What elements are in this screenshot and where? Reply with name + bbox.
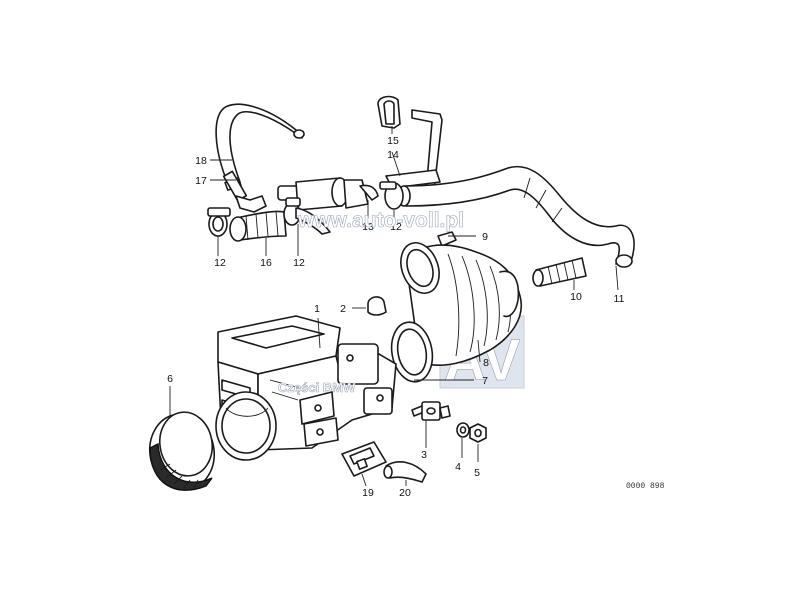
vacuum-hose bbox=[215, 103, 305, 213]
callout-12-mid: 12 bbox=[293, 257, 305, 269]
callout-5: 5 bbox=[474, 467, 480, 479]
callout-14: 14 bbox=[387, 149, 399, 161]
callout-7: 7 bbox=[482, 375, 488, 387]
hose-clamp-left bbox=[207, 207, 231, 237]
callout-12-right: 12 bbox=[390, 221, 402, 233]
watermark-label: Części BMW bbox=[278, 380, 356, 395]
long-hose bbox=[397, 165, 635, 268]
rubber-ring bbox=[149, 411, 215, 491]
bellows-hose bbox=[400, 242, 523, 366]
callout-16: 16 bbox=[260, 257, 272, 269]
hose-clamp-right bbox=[283, 197, 331, 235]
connector-10 bbox=[532, 257, 587, 287]
callout-3: 3 bbox=[421, 449, 427, 461]
callout-11: 11 bbox=[614, 293, 625, 305]
callout-10: 10 bbox=[570, 291, 582, 303]
watermark-url: www.auto-voll.pl bbox=[297, 209, 464, 232]
idle-valve bbox=[277, 177, 379, 211]
callout-20: 20 bbox=[399, 487, 411, 499]
callout-labels: 1 2 3 4 5 6 7 8 9 10 11 12 12 12 13 14 1… bbox=[167, 135, 625, 499]
callout-17: 17 bbox=[195, 175, 207, 187]
drawing-code: 0000 898 bbox=[626, 482, 665, 491]
callout-6: 6 bbox=[167, 373, 173, 385]
leader-lines bbox=[169, 126, 619, 487]
callout-12-left: 12 bbox=[214, 257, 226, 269]
washer bbox=[456, 422, 470, 438]
sealing-ring bbox=[390, 321, 434, 383]
rubber-boot bbox=[383, 461, 427, 483]
short-hose-16 bbox=[229, 210, 287, 242]
callout-1: 1 bbox=[314, 303, 320, 315]
clamp-9 bbox=[437, 231, 457, 247]
callout-19: 19 bbox=[362, 487, 374, 499]
connector-plug bbox=[341, 441, 387, 477]
callout-13: 13 bbox=[362, 221, 374, 233]
callout-15: 15 bbox=[387, 135, 399, 147]
callout-18: 18 bbox=[195, 155, 207, 167]
callout-2: 2 bbox=[340, 303, 346, 315]
temp-sensor bbox=[411, 401, 451, 421]
cap bbox=[367, 296, 387, 316]
callout-4: 4 bbox=[455, 461, 461, 473]
nut bbox=[469, 423, 487, 443]
callout-8: 8 bbox=[483, 357, 489, 369]
hose-clamp-mid bbox=[379, 181, 404, 210]
callout-9: 9 bbox=[482, 231, 488, 243]
air-flow-meter: Części BMW bbox=[215, 315, 397, 461]
